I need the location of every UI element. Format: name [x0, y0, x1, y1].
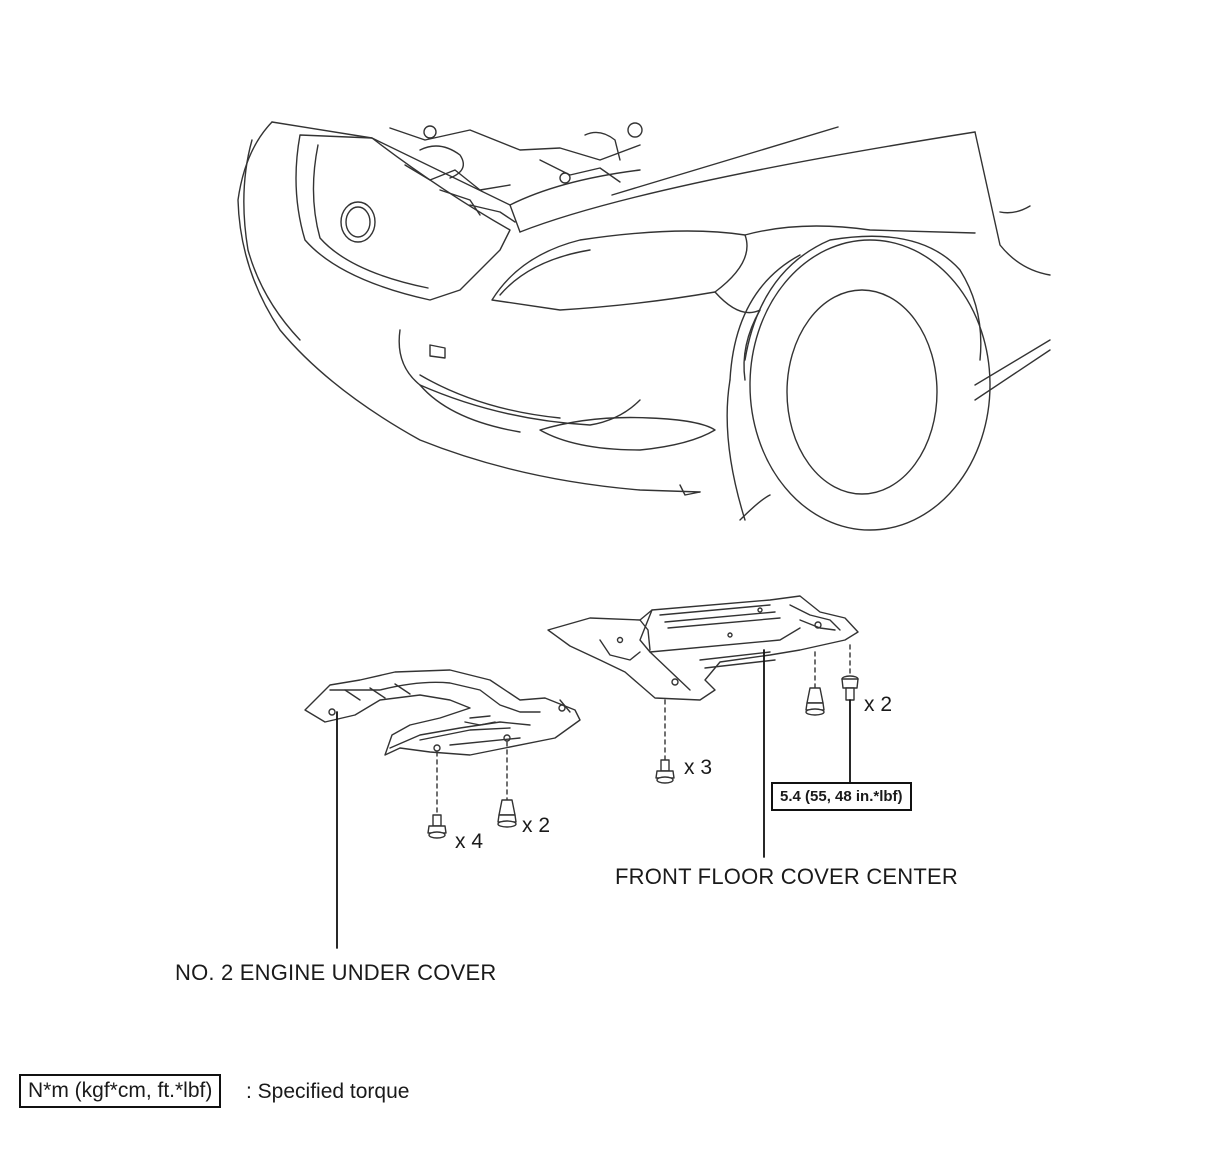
clip-icon	[497, 799, 517, 828]
clip-quantity-x2-left: x 2	[522, 814, 551, 837]
no2-engine-under-cover-label: NO. 2 ENGINE UNDER COVER	[175, 960, 497, 985]
vehicle-front-illustration	[237, 121, 1051, 531]
front-floor-cover-center-label: FRONT FLOOR COVER CENTER	[615, 864, 958, 889]
bolt-icon	[841, 675, 859, 701]
legend-torque-symbol: N*m (kgf*cm, ft.*lbf)	[19, 1074, 222, 1108]
torque-spec-box: 5.4 (55, 48 in.*lbf)	[771, 782, 912, 811]
bolt-quantity-x4: x 4	[455, 830, 484, 853]
bolt-icon	[655, 759, 675, 784]
bolt-icon	[427, 814, 447, 839]
front-floor-cover-center-part	[547, 595, 859, 701]
bolt-quantity-x2-right: x 2	[864, 693, 893, 716]
bolt-quantity-x3: x 3	[684, 756, 713, 779]
leader-lines	[336, 649, 851, 949]
no2-engine-under-cover-part	[304, 669, 581, 756]
fastener-dashed-lines	[436, 644, 851, 816]
clip-icon	[805, 687, 825, 716]
legend-description: : Specified torque	[246, 1080, 410, 1103]
